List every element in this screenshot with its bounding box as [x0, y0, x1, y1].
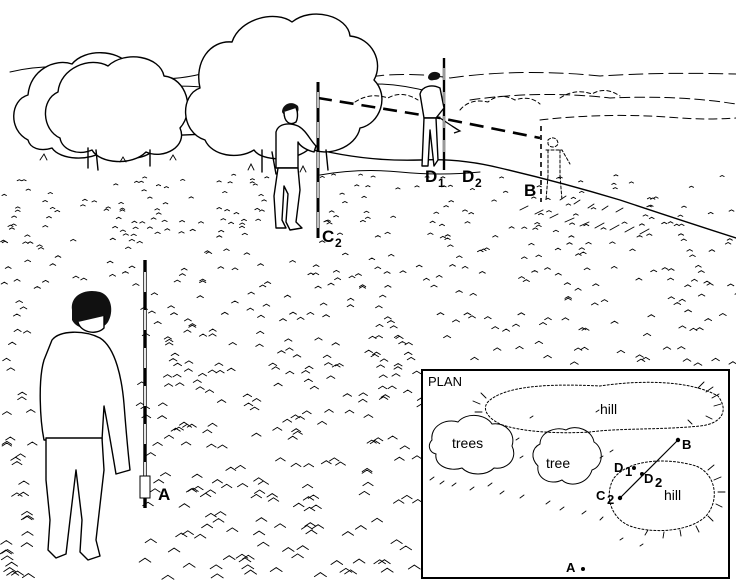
bushes-right [354, 90, 621, 111]
plan-point-a: A [566, 560, 576, 575]
svg-text:2: 2 [607, 492, 614, 507]
svg-text:A: A [158, 485, 170, 504]
label-a: A [158, 485, 170, 504]
plan-label-trees: trees [452, 435, 483, 451]
hill-slope-hatching [519, 195, 650, 235]
plan-point-d1: D 1 [614, 460, 632, 479]
label-c2: C 2 [322, 227, 342, 250]
svg-text:B: B [682, 437, 691, 452]
plan-survey-line [619, 439, 679, 499]
ranging-pole-a [139, 260, 151, 508]
svg-text:A: A [566, 560, 576, 575]
plan-trees-cluster [428, 415, 515, 475]
plan-hill-top [484, 381, 724, 434]
label-b: B [524, 181, 536, 200]
plan-tree [532, 427, 602, 485]
plan-point-b: B [682, 437, 691, 452]
grass-field [0, 173, 736, 580]
label-d2: D 2 [462, 167, 482, 190]
person-c2 [273, 103, 317, 231]
plan-point-d2: D 2 [644, 471, 662, 490]
svg-text:B: B [524, 181, 536, 200]
plan-inset: PLAN hill trees tree hill B D 1 [421, 369, 730, 579]
svg-text:D: D [462, 167, 474, 186]
svg-text:D: D [644, 471, 653, 486]
svg-text:D: D [614, 460, 623, 475]
svg-text:1: 1 [438, 176, 445, 190]
svg-text:C: C [596, 488, 606, 503]
plan-label-tree: tree [546, 455, 570, 471]
svg-text:C: C [322, 227, 334, 246]
label-d1: D 1 [425, 167, 445, 190]
trees-left [13, 52, 189, 171]
plan-hill-bottom [608, 460, 715, 532]
svg-text:1: 1 [625, 464, 632, 479]
grass-strokes [0, 173, 736, 580]
plan-label-hill-top: hill [600, 401, 617, 417]
plan-label-hill-bottom: hill [664, 487, 681, 503]
tree-center [184, 13, 383, 175]
svg-text:2: 2 [475, 176, 482, 190]
person-b [545, 137, 571, 201]
svg-text:2: 2 [335, 236, 342, 250]
svg-text:D: D [425, 167, 437, 186]
plan-point-c2: C 2 [596, 488, 614, 507]
person-observer-a [39, 290, 131, 561]
plan-title: PLAN [428, 374, 462, 389]
person-d1 [419, 71, 445, 167]
svg-text:2: 2 [655, 475, 662, 490]
